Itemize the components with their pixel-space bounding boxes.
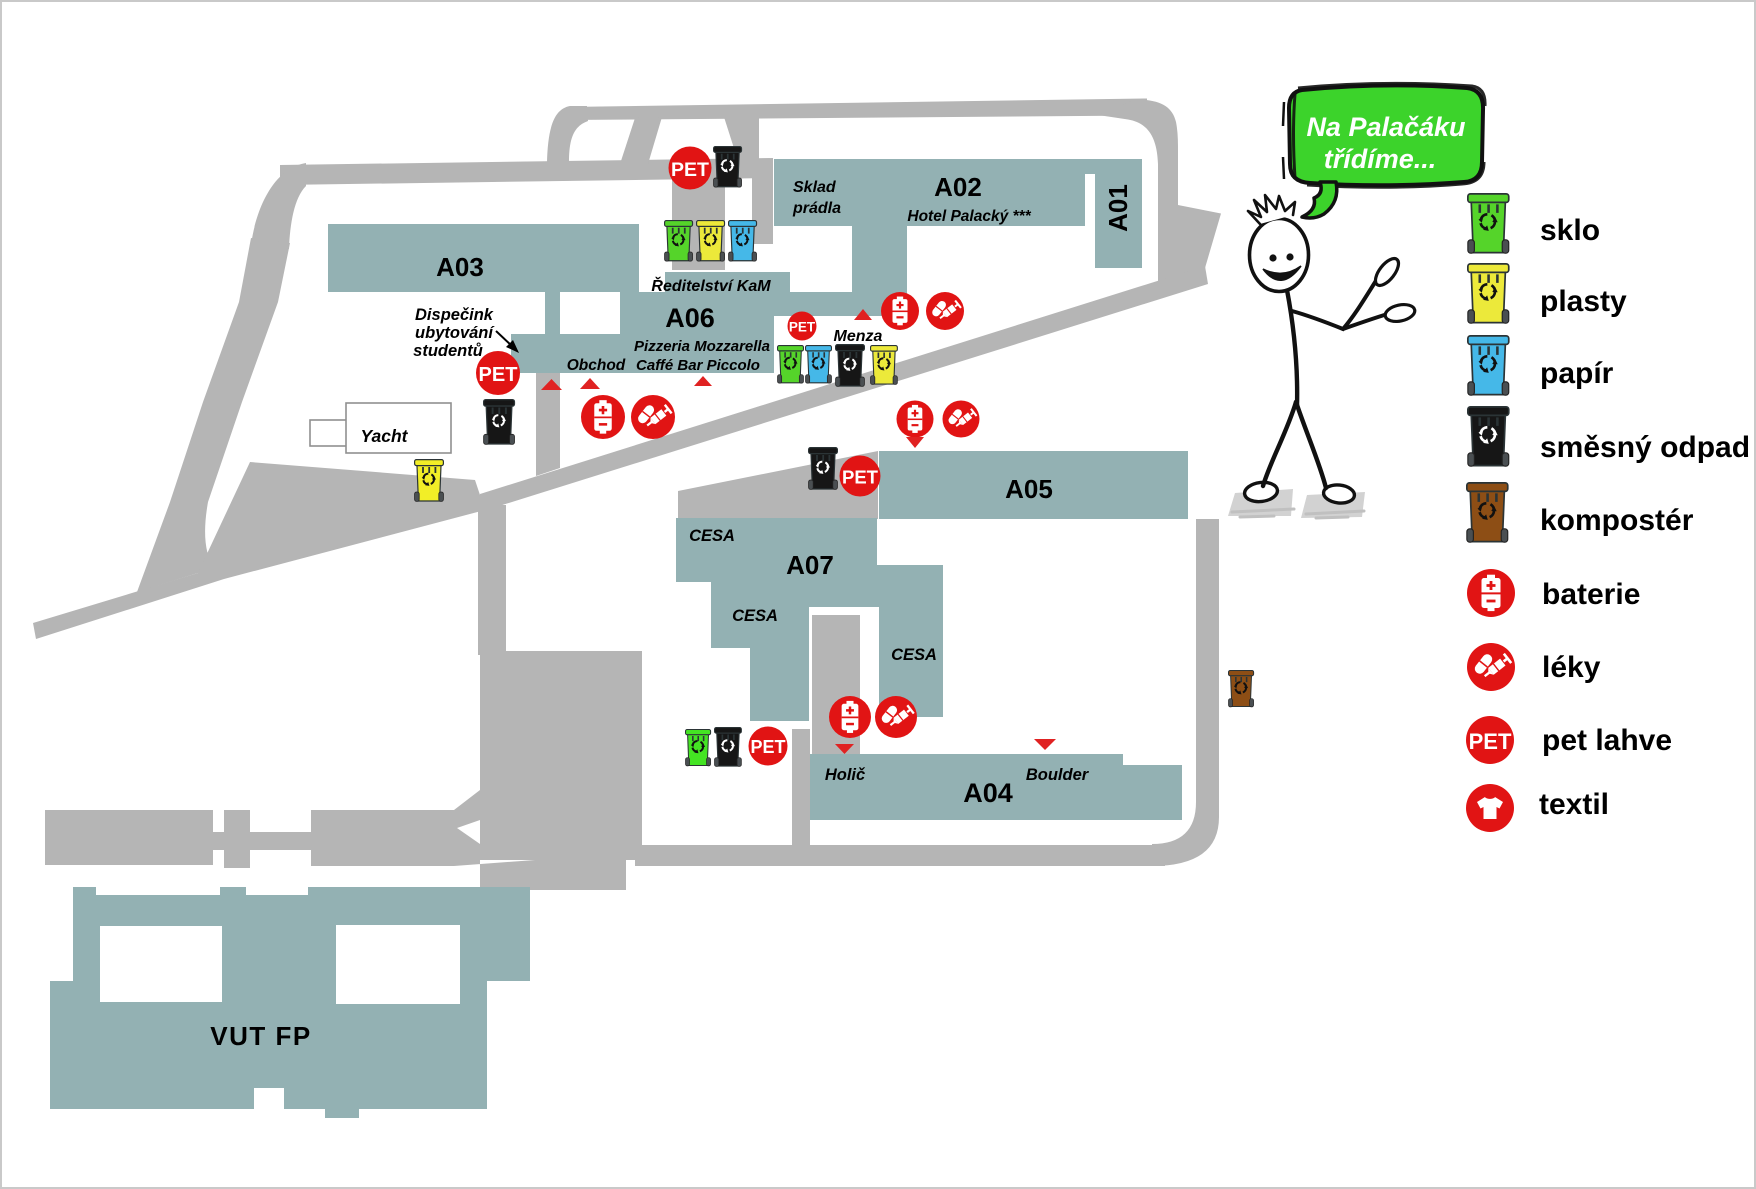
svg-text:CESA: CESA: [891, 646, 937, 664]
svg-text:baterie: baterie: [1542, 578, 1640, 611]
svg-text:kompostér: kompostér: [1540, 504, 1694, 537]
svg-text:Hotel Palacký ***: Hotel Palacký ***: [907, 208, 1031, 225]
svg-text:A03: A03: [436, 252, 484, 282]
svg-text:A06: A06: [665, 303, 715, 333]
svg-text:Menza: Menza: [834, 328, 883, 345]
svg-text:Holič: Holič: [825, 766, 866, 784]
svg-text:třídíme...: třídíme...: [1324, 144, 1437, 174]
svg-text:plasty: plasty: [1540, 285, 1627, 318]
svg-text:PET: PET: [671, 159, 709, 181]
svg-text:sklo: sklo: [1540, 214, 1600, 247]
svg-text:Sklad: Sklad: [793, 179, 837, 196]
svg-text:A01: A01: [1103, 184, 1133, 232]
svg-text:PET: PET: [1469, 729, 1512, 754]
svg-text:CESA: CESA: [732, 607, 778, 625]
svg-text:textil: textil: [1539, 788, 1609, 821]
svg-text:Obchod: Obchod: [567, 357, 626, 374]
svg-text:ubytování: ubytování: [415, 324, 495, 342]
svg-text:Caffé Bar Piccolo: Caffé Bar Piccolo: [636, 357, 760, 374]
svg-text:papír: papír: [1540, 357, 1614, 390]
svg-text:A02: A02: [934, 172, 982, 202]
svg-text:pet lahve: pet lahve: [1542, 724, 1672, 757]
svg-text:Na Palačáku: Na Palačáku: [1306, 112, 1466, 142]
svg-text:CESA: CESA: [689, 527, 735, 545]
svg-text:PET: PET: [842, 467, 879, 488]
svg-text:studentů: studentů: [413, 342, 483, 360]
svg-text:VUT FP: VUT FP: [210, 1021, 311, 1051]
svg-text:A04: A04: [963, 778, 1013, 808]
svg-text:A07: A07: [786, 550, 834, 580]
svg-text:PET: PET: [479, 364, 518, 386]
svg-text:PET: PET: [750, 737, 785, 757]
svg-text:PET: PET: [789, 320, 816, 335]
svg-text:Ředitelství KaM: Ředitelství KaM: [651, 276, 771, 295]
svg-text:A05: A05: [1005, 474, 1053, 504]
svg-text:Boulder: Boulder: [1026, 766, 1090, 784]
svg-text:léky: léky: [1542, 651, 1601, 684]
svg-text:směsný odpad: směsný odpad: [1540, 431, 1750, 464]
svg-text:Yacht: Yacht: [360, 426, 408, 446]
svg-text:Dispečink: Dispečink: [415, 306, 494, 324]
svg-text:Pizzeria Mozzarella: Pizzeria Mozzarella: [634, 338, 770, 355]
svg-text:prádla: prádla: [792, 200, 841, 217]
